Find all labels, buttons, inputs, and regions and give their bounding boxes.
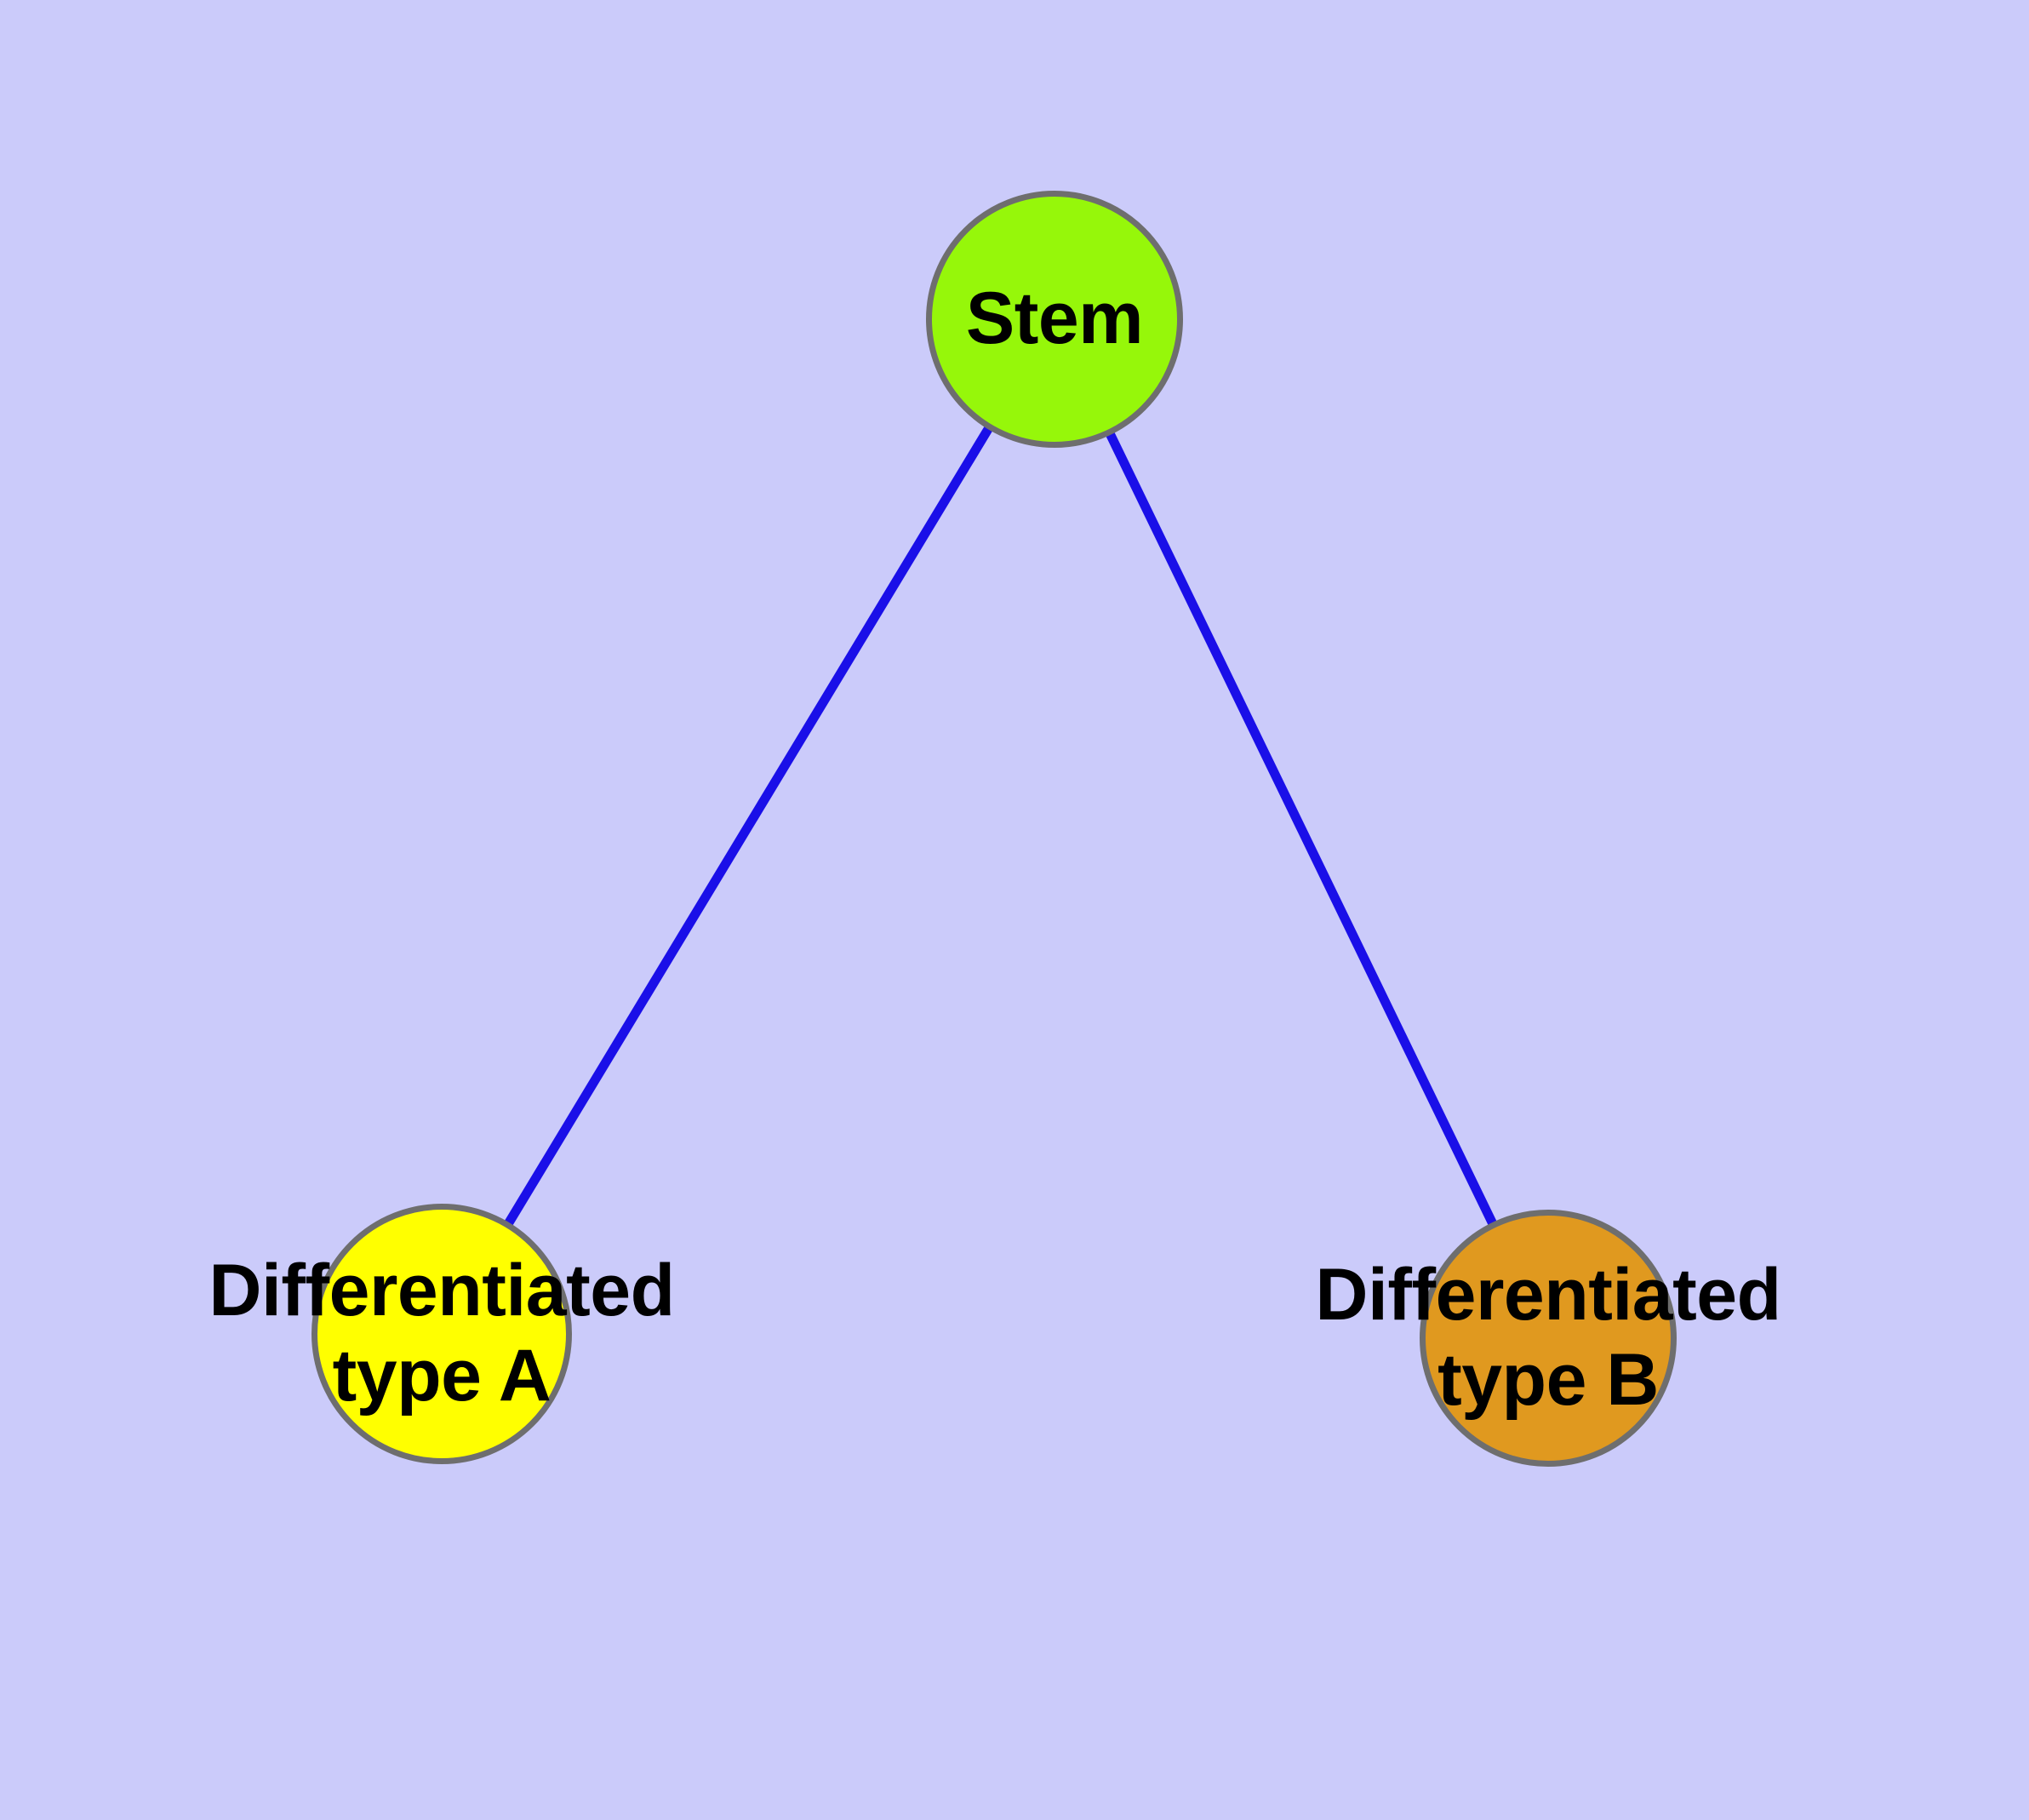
node-differentiated-type-a-label: Differentiated type A [209,1250,675,1417]
node-differentiated-type-b-label: Differentiated type B [1315,1254,1781,1421]
node-stem-label: Stem [965,278,1144,360]
node-stem[interactable] [926,191,1183,448]
node-differentiated-type-b[interactable] [1420,1210,1677,1467]
node-differentiated-type-a[interactable] [311,1204,572,1464]
edge-stem-to-differentiated-type-a [504,425,993,1227]
edge-stem-to-differentiated-type-b [1106,431,1497,1227]
